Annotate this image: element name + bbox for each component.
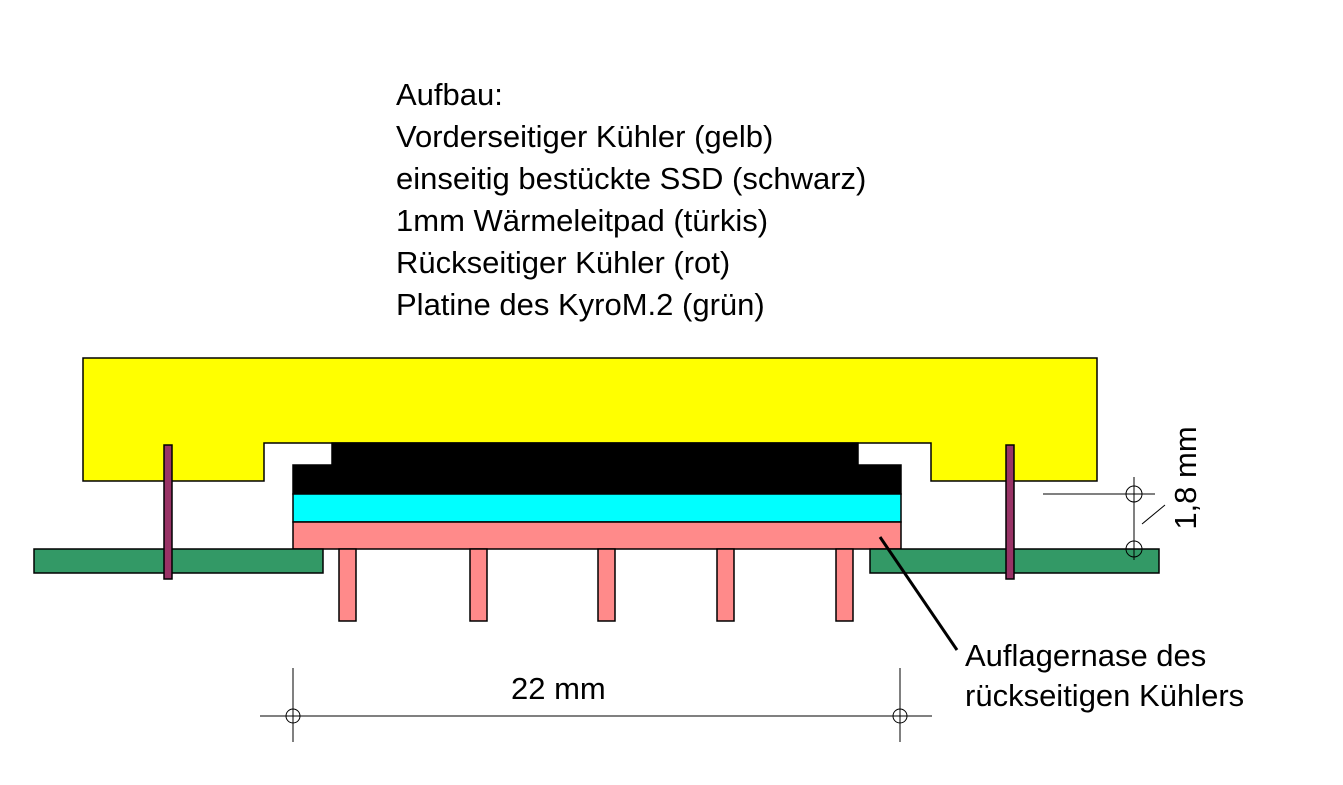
thermal-pad: [292, 493, 902, 523]
legend-item-back-cooler: Rückseitiger Kühler (rot): [396, 245, 731, 280]
cooler-fin: [469, 548, 488, 622]
height-dimension: [1043, 477, 1166, 560]
legend-title: Aufbau:: [396, 77, 503, 112]
legend: Aufbau: Vorderseitiger Kühler (gelb) ein…: [396, 74, 866, 326]
ssd-lower: [292, 464, 902, 495]
height-dimension-label: 1,8 mm: [1168, 426, 1203, 530]
back-cooler-plate: [292, 521, 902, 550]
pin-right: [1005, 444, 1015, 580]
width-dimension: [260, 668, 932, 742]
front-cooler: [82, 357, 1098, 482]
back-cooler-fins: [338, 548, 854, 622]
callout-label-line2: rückseitigen Kühlers: [965, 678, 1245, 713]
legend-item-ssd: einseitig bestückte SSD (schwarz): [396, 161, 867, 196]
pcb-left: [33, 548, 324, 574]
cooler-fin: [338, 548, 357, 622]
legend-item-thermal-pad: 1mm Wärmeleitpad (türkis): [396, 203, 769, 238]
pin-left: [163, 444, 173, 580]
legend-item-front-cooler: Vorderseitiger Kühler (gelb): [396, 119, 774, 154]
cooler-fin: [597, 548, 616, 622]
width-dimension-label: 22 mm: [511, 671, 606, 706]
cooler-fin: [835, 548, 854, 622]
cooler-fin: [716, 548, 735, 622]
ssd-upper: [331, 442, 859, 467]
legend-item-pcb: Platine des KyroM.2 (grün): [396, 287, 765, 322]
callout-leader: [878, 536, 959, 651]
callout-label-line1: Auflagernase des: [965, 638, 1207, 673]
